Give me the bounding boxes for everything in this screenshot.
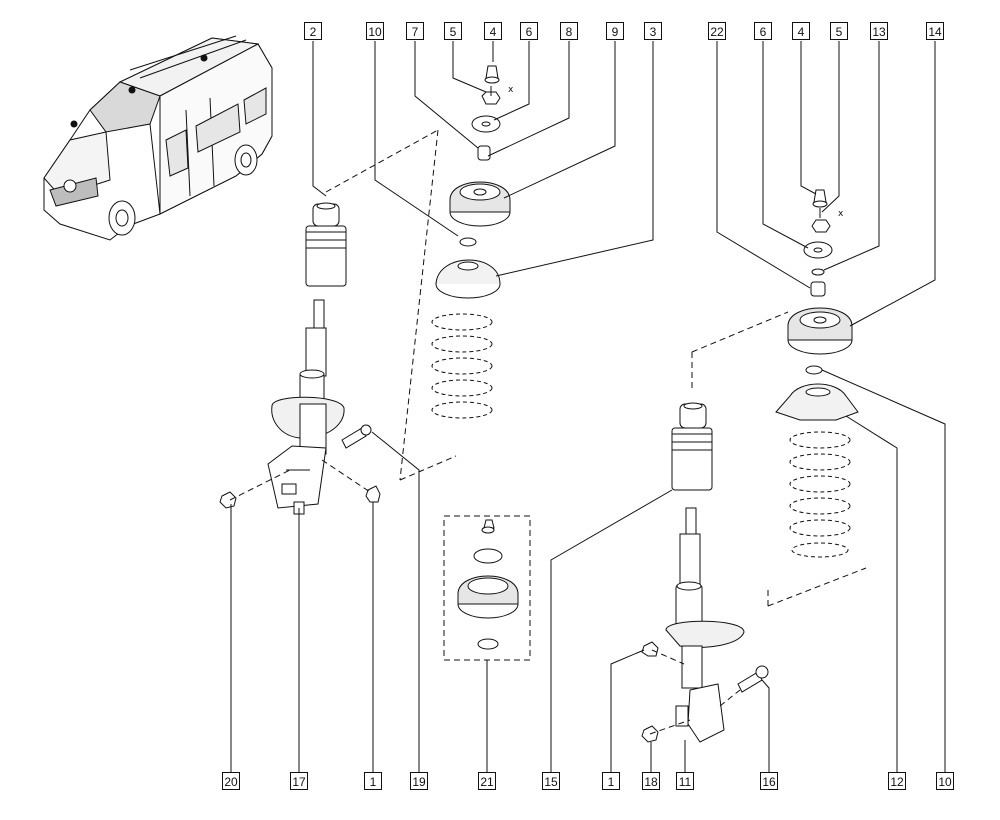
dust-boot-right bbox=[671, 402, 713, 491]
axis-marker-x-left: x bbox=[508, 85, 514, 95]
assembly-dashes-left bbox=[229, 129, 457, 501]
axis-marker-x-right: x bbox=[838, 209, 844, 219]
callout-9: 9 bbox=[606, 22, 624, 40]
van-icon bbox=[43, 35, 273, 241]
callout-4b: 4 bbox=[792, 22, 810, 40]
leader-lines bbox=[230, 41, 946, 772]
callout-10b: 10 bbox=[936, 772, 954, 790]
callout-5b: 5 bbox=[830, 22, 848, 40]
callout-6: 6 bbox=[520, 22, 538, 40]
callout-14: 14 bbox=[926, 22, 944, 40]
callout-17: 17 bbox=[290, 772, 308, 790]
callout-8: 8 bbox=[560, 22, 578, 40]
spring-seat-12 bbox=[775, 383, 859, 421]
coil-spring-right bbox=[789, 431, 851, 558]
callout-1b: 1 bbox=[602, 772, 620, 790]
washer-13 bbox=[811, 268, 825, 276]
callout-19: 19 bbox=[410, 772, 428, 790]
spring-seat-3 bbox=[435, 259, 501, 299]
nut-1-right bbox=[641, 641, 659, 657]
callout-7: 7 bbox=[406, 22, 424, 40]
callout-11: 11 bbox=[676, 772, 694, 790]
callout-15: 15 bbox=[542, 772, 560, 790]
callout-2: 2 bbox=[304, 22, 322, 40]
callout-10: 10 bbox=[366, 22, 384, 40]
dust-boot-left bbox=[305, 202, 347, 287]
washer-10-right bbox=[805, 365, 823, 375]
top-mount-14 bbox=[787, 307, 853, 355]
cap-nut-4-right bbox=[812, 189, 828, 208]
washer-6-left bbox=[471, 115, 501, 133]
shock-absorber-left bbox=[267, 299, 345, 515]
bolt-19 bbox=[341, 424, 372, 449]
bolt-16 bbox=[737, 665, 769, 693]
nut-5-right bbox=[811, 208, 831, 233]
shock-absorber-right bbox=[665, 507, 745, 743]
coil-spring-left bbox=[431, 313, 493, 419]
callout-5: 5 bbox=[444, 22, 462, 40]
callout-1: 1 bbox=[364, 772, 382, 790]
callout-4: 4 bbox=[484, 22, 502, 40]
callout-16: 16 bbox=[760, 772, 778, 790]
callout-6b: 6 bbox=[754, 22, 772, 40]
kit-21-box bbox=[443, 515, 531, 661]
washer-10-left bbox=[459, 237, 477, 247]
callout-20: 20 bbox=[222, 772, 240, 790]
callout-22: 22 bbox=[708, 22, 726, 40]
washer-6-right bbox=[803, 241, 833, 259]
callout-12: 12 bbox=[888, 772, 906, 790]
nut-1-left bbox=[365, 485, 381, 503]
nut-20 bbox=[219, 491, 237, 509]
callout-21: 21 bbox=[478, 772, 496, 790]
assembly-dashes-right bbox=[649, 311, 867, 735]
callout-3: 3 bbox=[644, 22, 662, 40]
cap-nut-4-left bbox=[484, 65, 500, 84]
spacer-7-left bbox=[477, 145, 491, 161]
nut-5-left bbox=[481, 86, 501, 105]
spacer-22 bbox=[810, 281, 826, 297]
top-mount-9-left bbox=[449, 181, 511, 227]
callout-18: 18 bbox=[642, 772, 660, 790]
callout-13: 13 bbox=[870, 22, 888, 40]
